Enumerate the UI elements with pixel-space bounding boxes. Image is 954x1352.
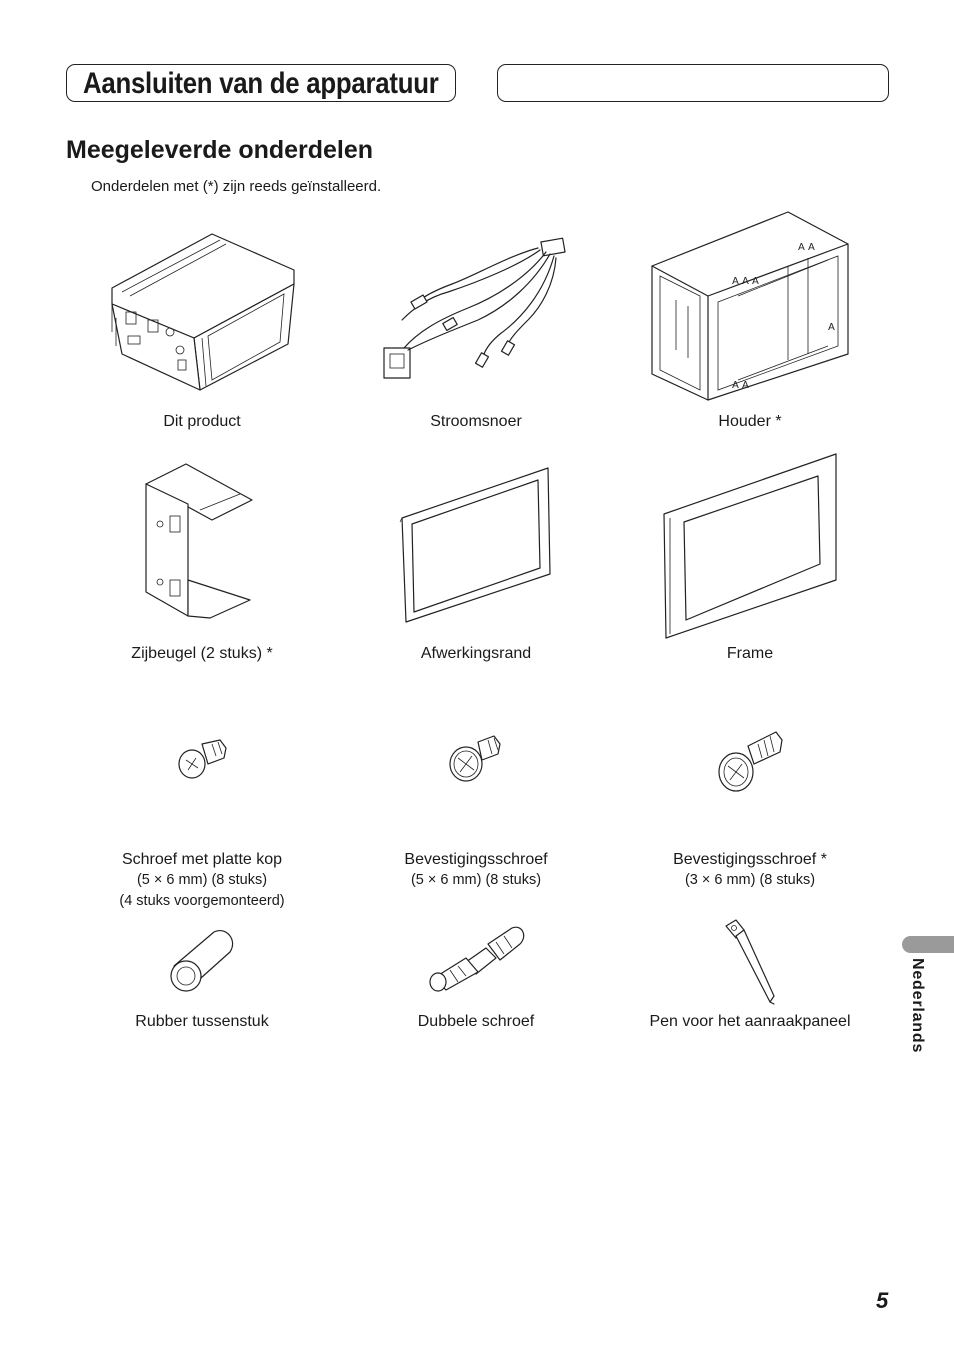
svg-text:A A: A A [732,380,749,391]
flat-head-screw-spec: (5 × 6 mm) (8 stuks) [136,872,268,888]
caption-double-screw: Dubbele schroef [417,1013,535,1030]
svg-text:A A: A A [798,242,815,253]
page-title: Aansluiten van de apparatuur [83,67,439,100]
holder-cage-illustration: A A A A A A A A [651,211,849,401]
caption-power-cord: Stroomsnoer [430,413,522,430]
caption-holder: Houder * [718,413,782,430]
frame-illustration [663,453,837,639]
caption-flat-head-screw: Schroef met platte kop (5 × 6 mm) (8 stu… [52,849,352,912]
double-screw-illustration [429,926,525,992]
language-label-container: Nederlands [896,958,944,1080]
section-title-box: Aansluiten van de apparatuur [66,64,456,102]
fixing-screw-3x6-spec: (3 × 6 mm) (8 stuks) [684,872,816,888]
caption-frame: Frame [726,645,774,662]
caption-rubber-bush: Rubber tussenstuk [135,1013,269,1030]
fixing-screw-3x6-illustration [718,731,783,792]
language-tab-marker [902,936,954,953]
language-label: Nederlands [909,958,926,1054]
empty-header-box [497,64,889,102]
fixing-screw-5x6-label: Bevestigingsschroef [404,851,548,868]
flat-head-screw-label: Schroef met platte kop [121,851,283,868]
page-number: 5 [876,1288,889,1313]
svg-text:A: A [828,322,835,333]
svg-text:A A A: A A A [732,276,759,287]
fixing-screw-5x6-spec: (5 × 6 mm) (8 stuks) [410,872,542,888]
installed-note: Onderdelen met (*) zijn reeds geïnstalle… [91,178,382,195]
trim-ring-illustration [399,467,551,623]
side-bracket-illustration [145,463,253,619]
caption-product: Dit product [163,413,241,430]
rubber-bush-illustration [170,930,234,992]
touch-pen-illustration [725,919,775,1005]
flat-head-screw-note: (4 stuks voorgemonteerd) [119,893,285,909]
caption-fixing-screw-5x6: Bevestigingsschroef (5 × 6 mm) (8 stuks) [326,849,626,891]
section-heading: Meegeleverde onderdelen [66,136,374,164]
caption-fixing-screw-3x6: Bevestigingsschroef * (3 × 6 mm) (8 stuk… [600,849,900,891]
product-unit-illustration [111,233,295,391]
caption-touch-pen: Pen voor het aanraakpaneel [649,1013,851,1030]
flat-head-screw-illustration [178,739,227,779]
fixing-screw-3x6-label: Bevestigingsschroef * [673,851,827,868]
caption-side-bracket: Zijbeugel (2 stuks) * [131,645,273,662]
fixing-screw-5x6-illustration [449,735,501,782]
power-cord-illustration [383,237,566,379]
caption-trim-ring: Afwerkingsrand [420,645,532,662]
